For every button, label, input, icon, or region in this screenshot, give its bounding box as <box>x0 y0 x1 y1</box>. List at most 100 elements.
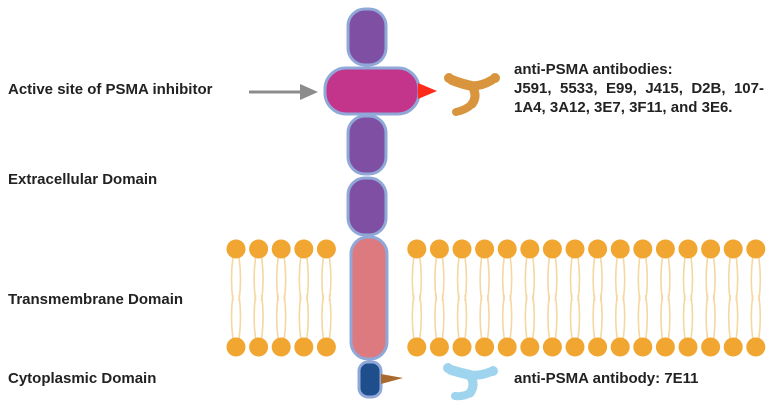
lipid-head <box>723 239 743 259</box>
lipid-tail <box>554 256 558 302</box>
lipid-tail <box>298 256 302 302</box>
lipid-tail <box>456 294 460 340</box>
lipid-head <box>655 337 675 357</box>
lipid-tail <box>569 256 573 302</box>
lipid-tail <box>230 294 234 340</box>
lipid-tail <box>645 294 649 340</box>
lipid-head <box>723 337 743 357</box>
label-cytoplasmic-domain: Cytoplasmic Domain <box>8 370 157 387</box>
lipid-tail <box>577 294 581 340</box>
lipid-tail <box>441 256 445 302</box>
lipid-tail <box>275 294 279 340</box>
lipid-tail <box>727 256 731 302</box>
active-site-pointer-arrow <box>249 84 318 100</box>
lipid-tail <box>434 256 438 302</box>
lipid-head <box>249 337 269 357</box>
lipid-tail <box>419 256 423 302</box>
lipid-tail <box>509 294 513 340</box>
lipid-head <box>588 337 608 357</box>
lipid-heads-upper <box>226 239 766 259</box>
extracellular-domain-2 <box>346 114 388 176</box>
lipid-tail <box>524 256 528 302</box>
lipid-tails-lower <box>230 294 762 340</box>
lipid-tail <box>486 294 490 340</box>
lipid-tail <box>283 256 287 302</box>
lipid-head <box>701 337 721 357</box>
lipid-tail <box>501 294 505 340</box>
lipid-tail <box>682 294 686 340</box>
lipid-tail <box>577 256 581 302</box>
lipid-head <box>429 239 449 259</box>
lipid-head <box>226 239 246 259</box>
active-site-domain <box>323 66 421 116</box>
lipid-tail <box>321 294 325 340</box>
lipid-head <box>565 337 585 357</box>
lipid-tail <box>532 294 536 340</box>
psma-protein <box>323 7 437 399</box>
lipid-tail <box>464 294 468 340</box>
lipid-tail <box>328 256 332 302</box>
label-transmembrane-domain: Transmembrane Domain <box>8 291 184 308</box>
lipid-head <box>701 239 721 259</box>
lipid-tail <box>758 256 762 302</box>
lipid-head <box>610 239 630 259</box>
antibodies-extracellular-text: anti-PSMA antibodies: J591, 5533, E99, J… <box>514 60 764 117</box>
lipid-head <box>633 239 653 259</box>
lipid-tail <box>712 294 716 340</box>
lipid-tail <box>750 294 754 340</box>
lipid-head <box>565 239 585 259</box>
lipid-tail <box>479 256 483 302</box>
lipid-tail <box>501 256 505 302</box>
lipid-tail <box>464 256 468 302</box>
lipid-head <box>588 239 608 259</box>
lipid-tail <box>509 256 513 302</box>
label-active-site: Active site of PSMA inhibitor <box>8 81 213 98</box>
lipid-head <box>271 239 291 259</box>
lipid-tail <box>298 294 302 340</box>
antibodies-extracellular-title: anti-PSMA antibodies: <box>514 61 673 78</box>
lipid-head <box>497 239 517 259</box>
lipid-tail <box>486 256 490 302</box>
extracellular-domain-3 <box>346 176 388 237</box>
lipid-tail <box>260 294 264 340</box>
cytoplasmic-domain <box>357 360 383 399</box>
lipid-tail <box>637 256 641 302</box>
lipid-head <box>294 337 314 357</box>
lipid-tail <box>306 294 310 340</box>
lipid-head <box>316 337 336 357</box>
lipid-head <box>520 239 540 259</box>
lipid-head <box>542 337 562 357</box>
lipid-tail <box>434 294 438 340</box>
lipid-head <box>746 239 766 259</box>
lipid-tail <box>230 256 234 302</box>
lipid-head <box>452 239 472 259</box>
lipid-tail <box>690 294 694 340</box>
lipid-tail <box>411 294 415 340</box>
lipid-head <box>655 239 675 259</box>
lipid-head <box>226 337 246 357</box>
lipid-head <box>429 337 449 357</box>
lipid-head <box>678 337 698 357</box>
lipid-tail <box>705 294 709 340</box>
lipid-head <box>452 337 472 357</box>
lipid-head <box>271 337 291 357</box>
lipid-tail <box>660 256 664 302</box>
lipid-tail <box>547 294 551 340</box>
lipid-tail <box>321 256 325 302</box>
lipid-tail <box>758 294 762 340</box>
lipid-tail <box>614 294 618 340</box>
lipid-tail <box>660 294 664 340</box>
antibodies-extracellular-list: J591, 5533, E99, J415, D2B, 107-1A4, 3A1… <box>514 80 764 116</box>
antibody-cytoplasmic-text: anti-PSMA antibody: 7E11 <box>514 370 699 387</box>
lipid-tail <box>253 256 257 302</box>
lipid-tail <box>275 256 279 302</box>
lipid-tail <box>750 256 754 302</box>
lipid-tails-upper <box>230 256 762 302</box>
lipid-tail <box>441 294 445 340</box>
antibody-cytoplasmic-icon <box>443 363 498 401</box>
lipid-tail <box>238 256 242 302</box>
label-extracellular-domain: Extracellular Domain <box>8 171 158 188</box>
lipid-head <box>475 239 495 259</box>
antibody-extracellular-icon <box>444 73 500 116</box>
